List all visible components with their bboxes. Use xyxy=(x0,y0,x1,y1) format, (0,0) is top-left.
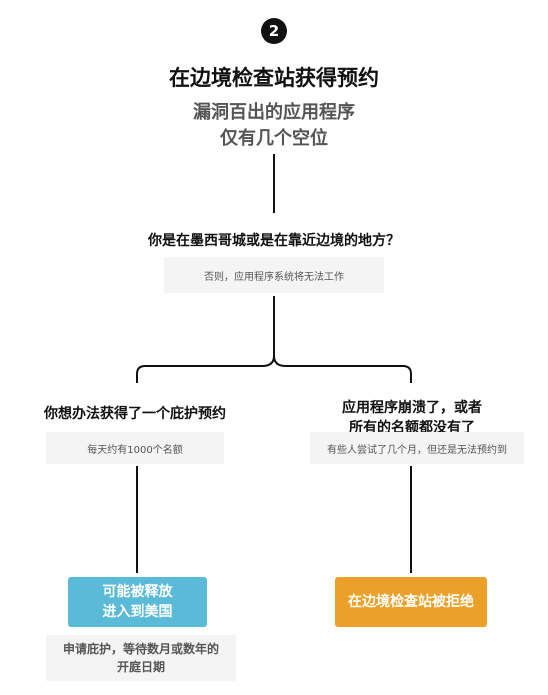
outcome-rejected-box: 在边境检查站被拒绝 xyxy=(335,577,487,627)
followup-note-line1: 申请庇护，等待数月或数年的 xyxy=(62,642,219,656)
question-note: 否则，应用程序系统将无法工作 xyxy=(164,257,384,293)
outcome-released-box: 可能被释放 进入到美国 xyxy=(68,577,207,627)
followup-note: 申请庇护，等待数月或数年的 开庭日期 xyxy=(46,635,236,681)
outcome-released-line1: 可能被释放 xyxy=(102,584,173,600)
followup-note-line2: 开庭日期 xyxy=(116,660,165,674)
right-branch-note: 有些人尝试了几个月，但还是无法预约到 xyxy=(310,432,524,464)
left-branch-title: 你想办法获得了一个庇护预约 xyxy=(44,406,226,422)
diagram-title: 在边境检查站获得预约 xyxy=(169,66,379,90)
step-number-badge: 2 xyxy=(261,18,287,44)
diagram-subtitle-line1: 漏洞百出的应用程序 xyxy=(193,102,355,123)
left-branch-note: 每天约有1000个名额 xyxy=(46,432,224,464)
diagram-subtitle-line2: 仅有几个空位 xyxy=(220,128,328,149)
split-bracket xyxy=(136,355,412,383)
outcome-released-line2: 进入到美国 xyxy=(102,604,173,620)
question-text: 你是在墨西哥城或是在靠近边境的地方？ xyxy=(148,233,400,249)
right-branch-title-line1: 应用程序崩溃了，或者 xyxy=(342,400,482,416)
